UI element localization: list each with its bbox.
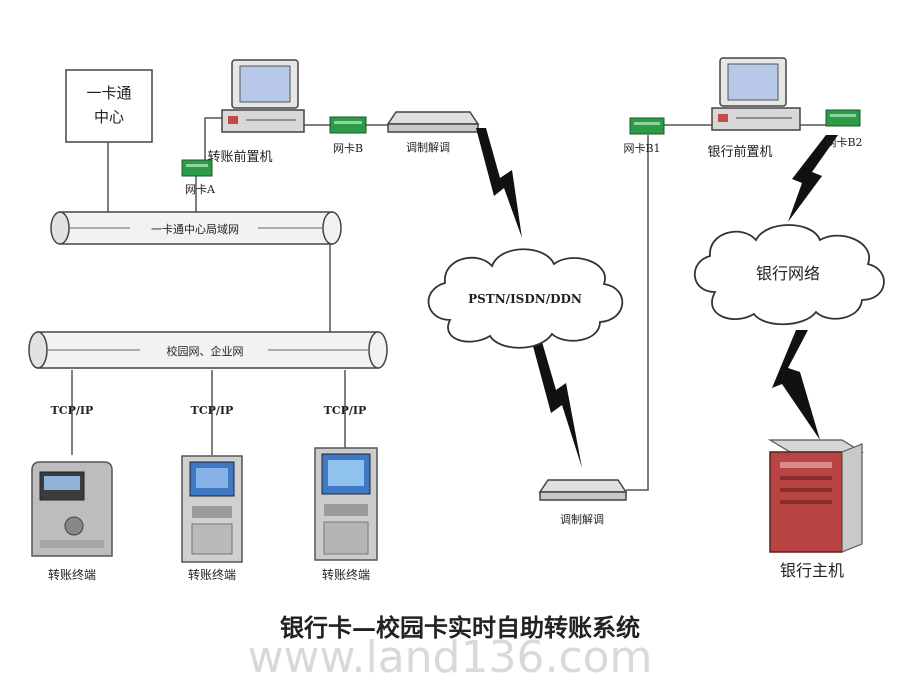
center-label-line2: 中心: [94, 108, 124, 126]
watermark-text: www.land136.com: [248, 632, 653, 682]
campus-network-pipe: 校园网、企业网: [28, 331, 388, 369]
transfer-server-label: 转账前置机: [207, 149, 272, 165]
lightning-top-left: [476, 128, 522, 238]
gateway-a-label: 网卡A: [185, 183, 216, 196]
connection-lines: [71, 117, 826, 491]
gateway-b-card: 网卡B: [329, 116, 367, 155]
terminal-2-kiosk: 转账终端: [181, 455, 243, 582]
center-box: [65, 69, 153, 143]
bank-server-computer: 银行前置机: [707, 57, 801, 160]
transfer-server-computer: 转账前置机: [207, 59, 305, 165]
top-modem: 调制解调: [386, 111, 480, 154]
pstn-cloud: PSTN/ISDN/DDN: [427, 248, 624, 349]
lightning-links: [476, 128, 838, 468]
center-lan-pipe: 一卡通中心局域网: [50, 211, 342, 245]
bank-server-label: 银行前置机: [707, 144, 772, 160]
bank-network-cloud: 银行网络: [693, 224, 885, 326]
modem-bottom-label: 调制解调: [560, 512, 604, 526]
terminal-1-label: 转账终端: [48, 567, 96, 582]
terminal-3-kiosk: 转账终端: [314, 447, 378, 582]
gateway-b2-card: 网卡B2: [825, 109, 863, 149]
center-lan-label: 一卡通中心局域网: [151, 223, 239, 236]
bank-host-server: 银行主机: [767, 439, 865, 580]
bank-network-label: 银行网络: [756, 264, 820, 283]
gateway-b-label: 网卡B: [333, 142, 363, 155]
lightning-top-right: [788, 135, 838, 222]
pstn-cloud-label: PSTN/ISDN/DDN: [468, 292, 582, 306]
center-label-line1: 一卡通: [86, 84, 131, 102]
lightning-bottom-right: [772, 330, 820, 440]
tcpip-label-3: TCP/IP: [324, 404, 367, 417]
lightning-bottom-left: [530, 335, 582, 468]
one-card-center: 一卡通 中心: [65, 69, 153, 143]
terminal-3-label: 转账终端: [322, 567, 370, 582]
campus-lan-label: 校园网、企业网: [167, 344, 244, 358]
bottom-modem: 调制解调: [538, 479, 628, 526]
gateway-b1-label: 网卡B1: [623, 142, 660, 155]
gateway-a-card: 网卡A: [181, 159, 216, 196]
tcpip-label-2: TCP/IP: [191, 404, 234, 417]
diagram-title: 银行卡—校园卡实时自助转账系统: [280, 613, 640, 642]
tcpip-label-1: TCP/IP: [51, 404, 94, 417]
gateway-b2-label: 网卡B2: [825, 136, 862, 149]
terminal-1-device: 转账终端: [31, 461, 113, 582]
bank-host-label: 银行主机: [780, 561, 844, 580]
modem-top-label: 调制解调: [406, 140, 450, 154]
gateway-b1-card: 网卡B1: [623, 117, 665, 155]
terminal-2-label: 转账终端: [188, 567, 236, 582]
